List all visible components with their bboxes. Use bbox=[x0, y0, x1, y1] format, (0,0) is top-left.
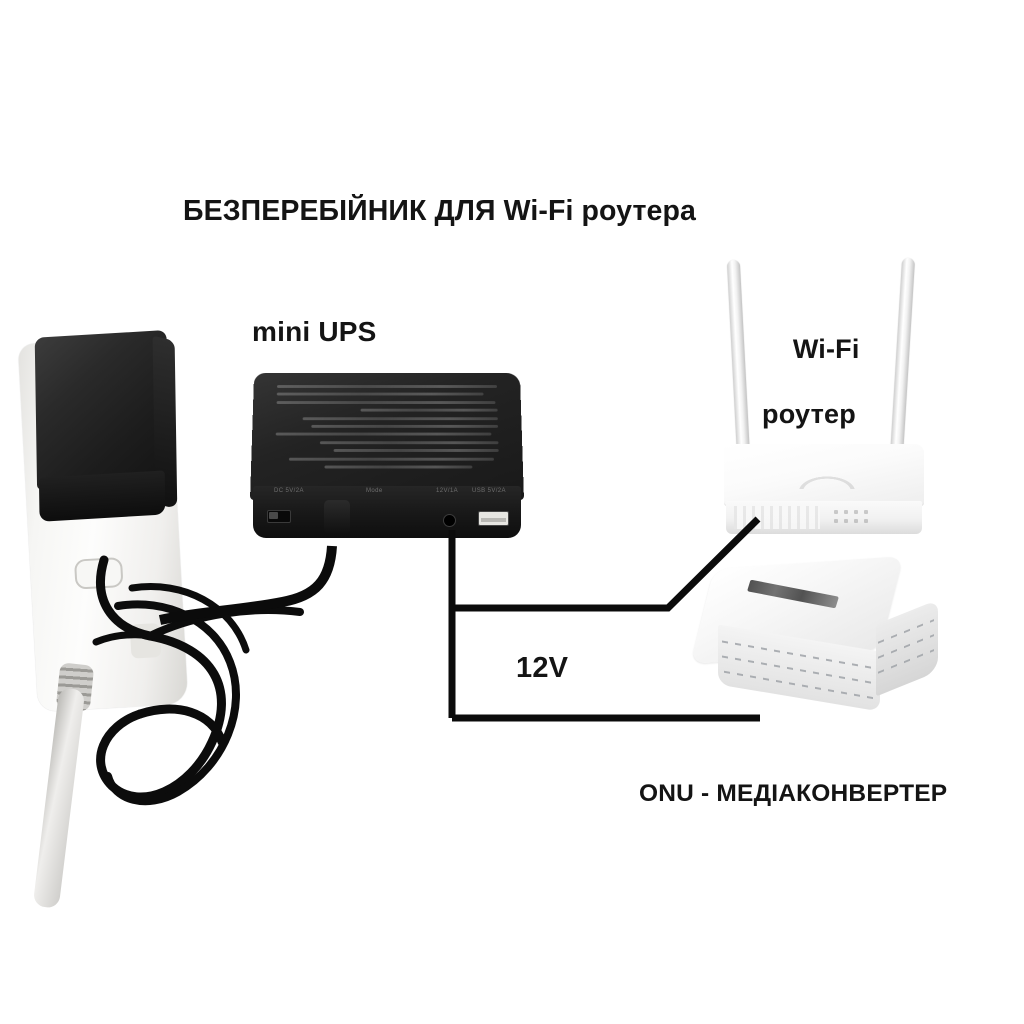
page-title: БЕЗПЕРЕБІЙНИК ДЛЯ Wi-Fi роутера bbox=[183, 195, 696, 227]
voltage-label: 12V bbox=[516, 652, 569, 684]
router-vent-slots bbox=[734, 506, 820, 529]
mini-ups: DC 5V/2A Mode 12V/1A USB 5V/2A bbox=[250, 368, 524, 540]
mini-ups-power-switch[interactable] bbox=[267, 510, 291, 523]
ups-port-label-usb: USB 5V/2A bbox=[472, 488, 506, 494]
power-strip-tab bbox=[129, 622, 162, 659]
router-top-face bbox=[724, 444, 924, 506]
wifi-router-label-line2: роутер bbox=[762, 398, 856, 429]
wifi-router-label-line1: Wi-Fi bbox=[792, 334, 860, 365]
onu-label: ONU - МЕДІАКОНВЕРТЕР bbox=[639, 780, 948, 807]
ups-port-label-dc-in: DC 5V/2A bbox=[274, 488, 304, 494]
adapter-front-face bbox=[38, 470, 166, 522]
ups-port-label-12v: 12V/1A bbox=[436, 488, 459, 494]
mini-ups-label: mini UPS bbox=[252, 316, 377, 347]
ac-power-adapter bbox=[34, 330, 178, 522]
tplink-logo-icon bbox=[798, 476, 856, 489]
onu-media-converter bbox=[688, 555, 938, 746]
mini-ups-printed-text bbox=[275, 385, 500, 473]
mini-ups-usb-port bbox=[478, 511, 509, 526]
ups-port-label-mode: Mode bbox=[366, 488, 383, 494]
power-strip-socket bbox=[73, 556, 124, 590]
router-antenna-right bbox=[889, 257, 916, 459]
router-front-face bbox=[726, 501, 922, 534]
mini-ups-top-face bbox=[250, 372, 524, 500]
adapter-top-face bbox=[34, 330, 169, 490]
router-antenna-left bbox=[726, 259, 751, 461]
mains-power-cord bbox=[32, 687, 86, 909]
wifi-router-label: Wi-Fi роутер bbox=[762, 304, 860, 489]
mini-ups-12v-output-jack bbox=[443, 514, 456, 527]
router-led-indicators bbox=[834, 510, 888, 526]
mini-ups-dc-input-plug bbox=[324, 500, 350, 534]
